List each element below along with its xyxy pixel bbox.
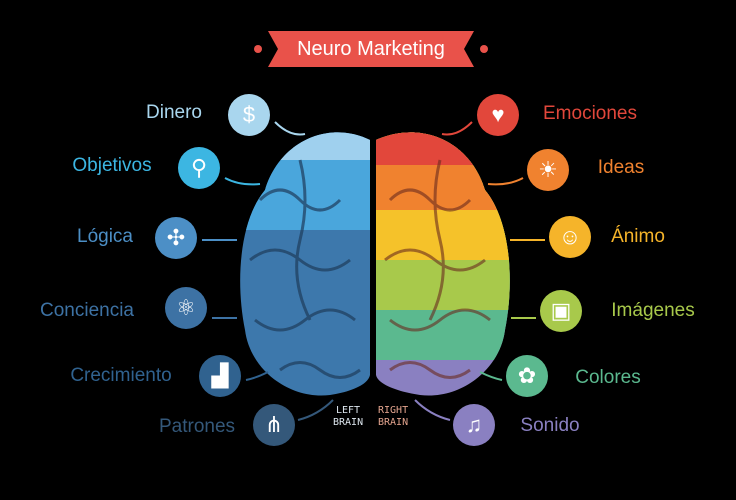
title-banner: Neuro Marketing [268, 31, 474, 67]
network-icon: ⋔ [253, 404, 295, 446]
right-item-label: Emociones [543, 103, 637, 124]
right-brain-label-line2: BRAIN [378, 417, 409, 428]
heart-icon: ♥ [477, 94, 519, 136]
right-hemisphere [376, 132, 510, 396]
left-brain-label: LEFT BRAIN [333, 405, 363, 429]
magnifier-icon: ⚲ [178, 147, 220, 189]
left-item-label: Conciencia [40, 300, 134, 321]
puzzle-icon: ✣ [155, 217, 197, 259]
left-item-label: Objetivos [72, 155, 152, 176]
left-brain-label-line2: BRAIN [333, 417, 364, 428]
banner-shape [254, 31, 488, 67]
right-item-label: Ánimo [611, 226, 665, 247]
left-item-label: Dinero [146, 102, 202, 123]
lightbulb-icon: ☀ [527, 149, 569, 191]
atom-icon: ⚛ [165, 287, 207, 329]
palette-icon: ✿ [506, 355, 548, 397]
camera-icon: ▣ [540, 290, 582, 332]
left-item-label: Crecimiento [70, 365, 172, 386]
left-item-label: Patrones [158, 416, 236, 437]
growth-chart-icon: ▟ [199, 355, 241, 397]
right-item-label: Sonido [520, 415, 580, 436]
right-item-label: Colores [575, 367, 641, 388]
left-hemisphere [240, 132, 370, 396]
right-item-label: Ideas [597, 157, 645, 178]
left-item-label: Lógica [77, 226, 133, 247]
dollar-icon: $ [228, 94, 270, 136]
right-item-label: Imágenes [611, 300, 695, 321]
connector-lines [202, 121, 545, 421]
left-brain-label-line1: LEFT [336, 405, 361, 416]
right-brain-label: RIGHT BRAIN [378, 405, 408, 429]
right-brain-label-line1: RIGHT [378, 405, 409, 416]
page-title: Neuro Marketing [297, 38, 445, 60]
music-note-icon: ♫ [453, 404, 495, 446]
smiley-icon: ☺ [549, 216, 591, 258]
